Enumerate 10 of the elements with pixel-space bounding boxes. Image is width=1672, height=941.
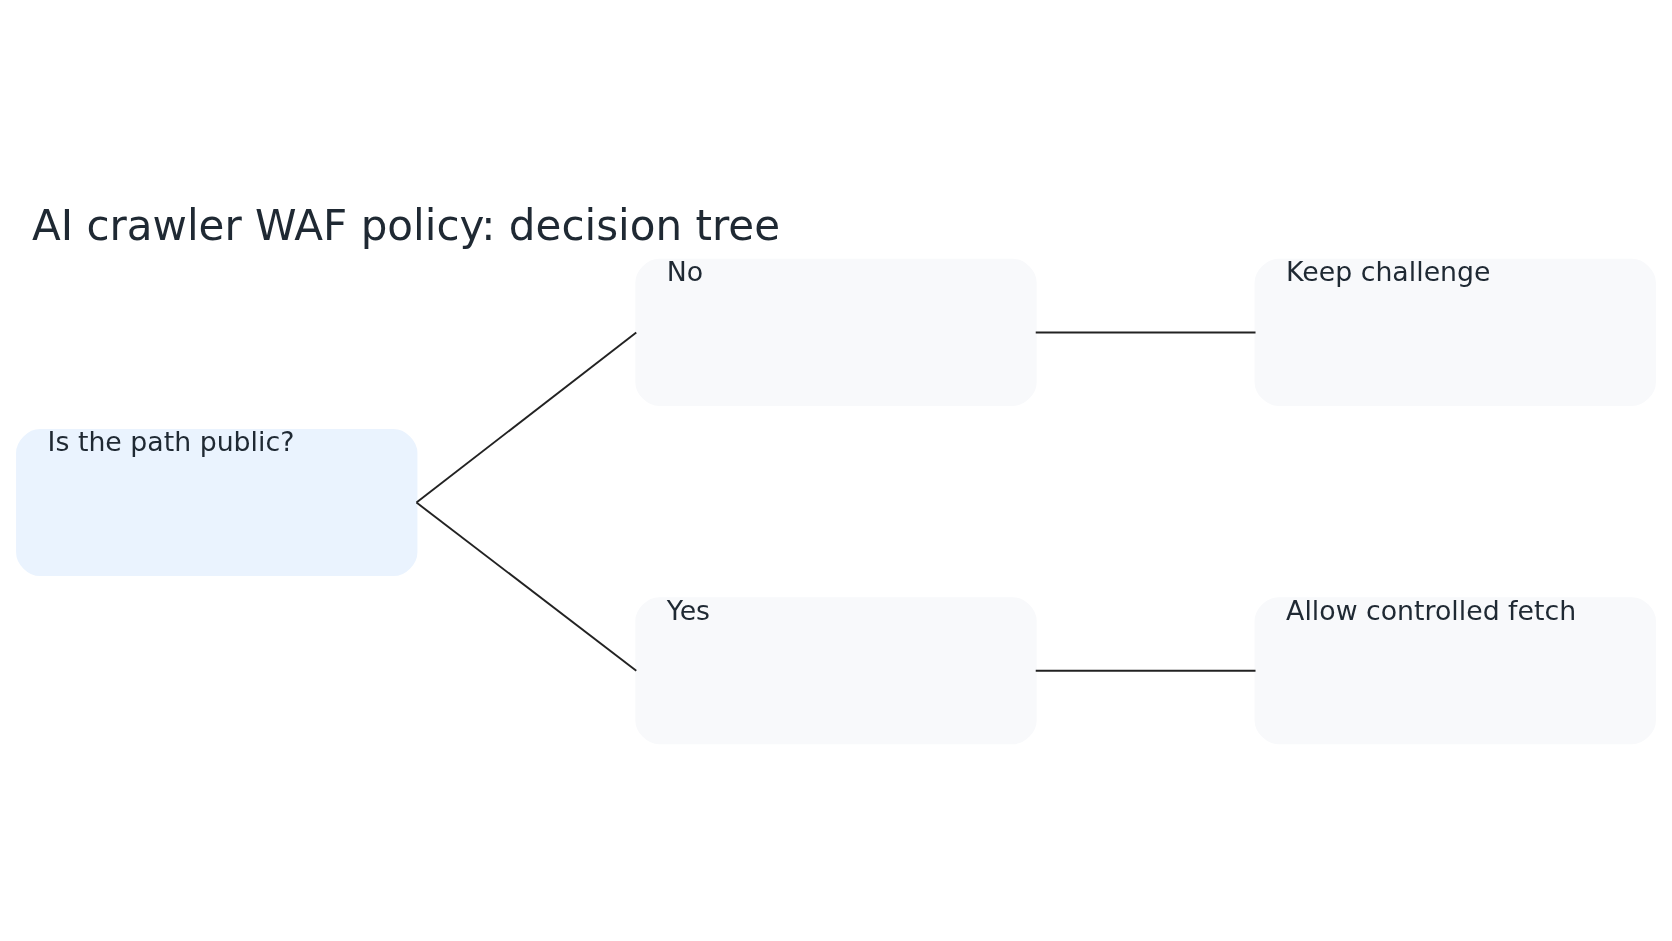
connector	[415, 330, 638, 503]
connector	[415, 501, 638, 672]
node-box: Yes	[635, 596, 1037, 744]
node-box: Allow controlled fetch	[1254, 596, 1656, 744]
connector	[1034, 669, 1257, 672]
node-box: Keep challenge	[1254, 258, 1656, 406]
diagram-title: AI crawler WAF policy: decision tree	[31, 200, 781, 250]
node-box: Is the path public?	[16, 428, 418, 576]
node-box: No	[635, 258, 1037, 406]
connector	[1034, 330, 1257, 333]
